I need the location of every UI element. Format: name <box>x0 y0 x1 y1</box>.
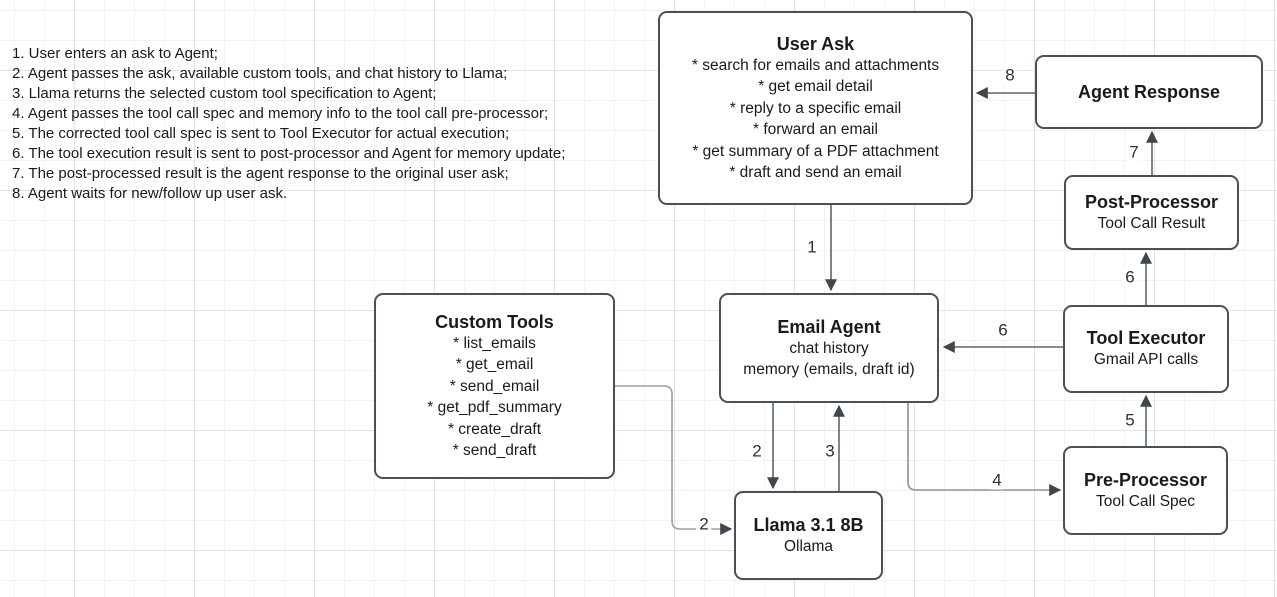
tool-executor-node[interactable]: Tool Executor Gmail API calls <box>1063 305 1229 393</box>
edge-label-2-agent-llama[interactable]: 2 <box>749 441 765 461</box>
llama-node[interactable]: Llama 3.1 8B Ollama <box>734 491 883 580</box>
edge-label-4[interactable]: 4 <box>989 470 1005 490</box>
process-step: 7. The post-processed result is the agen… <box>12 165 509 182</box>
custom-tool-item: * create_draft <box>447 420 542 438</box>
post-processor-subtitle: Tool Call Result <box>1097 214 1206 232</box>
agent-response-node[interactable]: Agent Response <box>1035 55 1263 129</box>
edge-label-6-post[interactable]: 6 <box>1122 267 1138 287</box>
custom-tools-title: Custom Tools <box>435 311 554 332</box>
process-step: 2. Agent passes the ask, available custo… <box>12 65 508 82</box>
process-step: 8. Agent waits for new/follow up user as… <box>12 185 288 202</box>
user-ask-node[interactable]: User Ask * search for emails and attachm… <box>658 11 973 205</box>
process-step: 4. Agent passes the tool call spec and m… <box>12 105 549 122</box>
user-ask-item: * search for emails and attachments <box>691 56 940 74</box>
edge-label-6-agent[interactable]: 6 <box>995 320 1011 340</box>
post-processor-node[interactable]: Post-Processor Tool Call Result <box>1064 175 1239 250</box>
llama-subtitle: Ollama <box>783 537 834 555</box>
edge-label-8[interactable]: 8 <box>1002 65 1018 85</box>
email-agent-title: Email Agent <box>777 316 881 337</box>
process-step: 1. User enters an ask to Agent; <box>12 45 218 62</box>
edge-label-2-tools-llama[interactable]: 2 <box>696 514 712 534</box>
edge-label-1[interactable]: 1 <box>804 237 820 257</box>
user-ask-item: * draft and send an email <box>729 164 902 181</box>
pre-processor-subtitle: Tool Call Spec <box>1095 492 1196 510</box>
pre-processor-title: Pre-Processor <box>1083 469 1208 490</box>
llama-title: Llama 3.1 8B <box>753 514 864 535</box>
custom-tools-node[interactable]: Custom Tools * list_emails * get_email *… <box>374 293 615 479</box>
custom-tool-item: * list_emails <box>453 334 536 352</box>
email-agent-line: chat history <box>789 339 869 357</box>
post-processor-title: Post-Processor <box>1084 191 1219 212</box>
email-agent-line: memory (emails, draft id) <box>743 361 915 378</box>
edge-label-5[interactable]: 5 <box>1122 410 1138 430</box>
custom-tool-item: * send_draft <box>452 442 537 459</box>
edge-label-7[interactable]: 7 <box>1126 142 1142 162</box>
agent-response-title: Agent Response <box>1077 82 1221 102</box>
user-ask-item: * get summary of a PDF attachment <box>692 142 939 160</box>
edge-4-email-agent-to-pre-processor[interactable] <box>907 403 1062 496</box>
process-step: 3. Llama returns the selected custom too… <box>12 85 437 102</box>
edge-2-custom-tools-to-llama[interactable] <box>615 385 733 535</box>
user-ask-item: * reply to a specific email <box>729 99 902 117</box>
user-ask-item: * get email detail <box>758 78 873 95</box>
user-ask-item: * forward an email <box>753 121 878 138</box>
process-step: 5. The corrected tool call spec is sent … <box>12 125 510 142</box>
process-step: 6. The tool execution result is sent to … <box>12 145 566 162</box>
custom-tool-item: * get_pdf_summary <box>427 399 562 416</box>
edge-label-3[interactable]: 3 <box>822 441 838 461</box>
tool-executor-subtitle: Gmail API calls <box>1093 351 1199 369</box>
tool-executor-title: Tool Executor <box>1086 328 1206 349</box>
custom-tool-item: * get_email <box>455 356 534 373</box>
custom-tool-item: * send_email <box>449 377 540 395</box>
email-agent-node[interactable]: Email Agent chat history memory (emails,… <box>719 293 939 403</box>
pre-processor-node[interactable]: Pre-Processor Tool Call Spec <box>1063 446 1228 535</box>
user-ask-title: User Ask <box>776 33 855 54</box>
process-steps-list: 1. User enters an ask to Agent; 2. Agent… <box>12 44 565 204</box>
